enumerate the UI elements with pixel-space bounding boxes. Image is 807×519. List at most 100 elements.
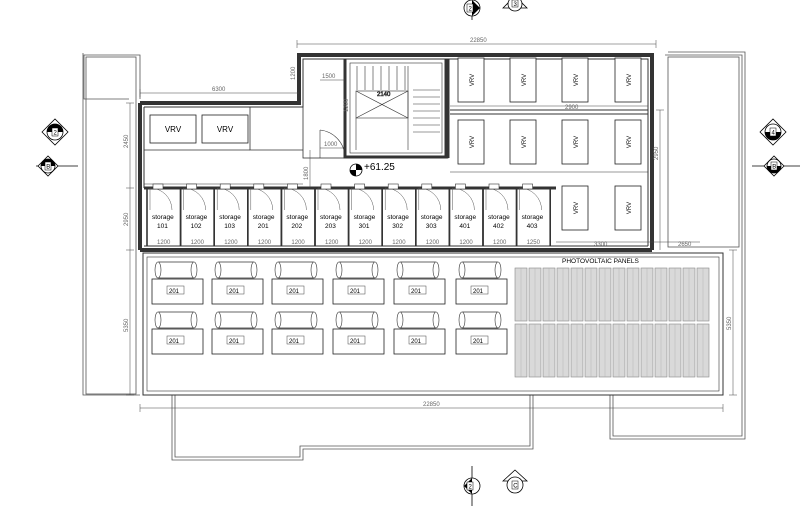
water-heater: 201 [393,311,446,355]
heater-label: 201 [169,339,180,345]
storage-label: storage [286,214,308,221]
vrv-label: VRV [217,125,234,134]
marker-label: 2 [54,131,58,137]
storage-number: 103 [224,223,235,230]
pv-panel [668,267,682,322]
pv-panel [584,323,598,378]
storage-number: 303 [426,223,437,230]
vrv-label: VRV [574,136,580,148]
storage-width-dim: 1200 [426,240,440,246]
heater-label: 201 [473,289,484,295]
storage-width-dim: 1200 [325,240,339,246]
dim-right-strip: 2650 [678,242,692,248]
pv-panel [626,267,640,322]
water-heater: 201 [151,261,204,305]
heater-label: 201 [473,339,484,345]
pv-panel [696,323,710,378]
pv-panel [514,267,528,322]
pv-panel [696,267,710,322]
water-heater: 201 [455,261,508,305]
storage-label: storage [421,214,443,221]
dim-storage-right: 3300 [594,242,608,248]
pv-panel [584,267,598,322]
heater-label: 201 [411,289,422,295]
storage-number: 302 [392,223,403,230]
water-heater: 201 [455,311,508,355]
pv-panel [514,323,528,378]
storage-label: storage [522,214,544,221]
dim-left-2: 2950 [124,212,130,226]
storage-width-dim: 1250 [527,240,541,246]
pv-panel [598,267,612,322]
heater-label: 201 [350,289,361,295]
pv-panel [612,267,626,322]
pv-panel [612,323,626,378]
storage-number: 101 [157,223,168,230]
stair-dimension: 2140 [377,92,391,98]
storage-label: storage [454,214,476,221]
pv-panel [654,323,668,378]
vrv-label: VRV [627,202,633,214]
pv-panel [570,323,584,378]
section-marker-bottom-left: 2 [463,466,481,506]
storage-width-dim: 1200 [157,240,171,246]
dim-bottom-overall: 22850 [423,402,440,408]
section-marker-bottom-right: C [501,469,529,494]
dim-top-overall: 22850 [470,38,487,44]
water-heater: 201 [211,261,264,305]
storage-unit: storage 303 1200 [414,183,451,246]
storage-number: 401 [459,223,470,230]
vrv-label: VRV [522,74,528,86]
pv-panel [542,323,556,378]
dim-stair-vertical: 1200 [344,98,350,112]
vrv-units: VRV VRV VRV VRV VRV VRV VRV VRV VRV VRV … [149,57,642,231]
storage-label: storage [387,214,409,221]
vrv-label: VRV [470,136,476,148]
storage-label: storage [186,214,208,221]
dim-core-vertical: 1800 [304,166,310,180]
pv-panel [598,323,612,378]
storage-width-dim: 1200 [291,240,305,246]
pv-panel [640,267,654,322]
storage-number: 403 [527,223,538,230]
section-marker-top-right: 3 [502,0,528,12]
pv-panel [682,323,696,378]
marker-label: 2 [469,485,473,491]
dim-right-1: 2950 [654,146,660,160]
water-heater: 201 [211,311,264,355]
water-heater: 201 [332,261,385,305]
dim-vrv-block: 2900 [565,105,579,111]
pv-panel [626,323,640,378]
storage-unit: storage 201 1200 [247,183,283,246]
heater-label: 201 [289,289,300,295]
water-heater: 201 [151,311,204,355]
storage-label: storage [253,214,275,221]
storage-number: 201 [258,223,269,230]
core-door [319,129,346,158]
storage-width-dim: 1200 [258,240,272,246]
storage-number: 301 [359,223,370,230]
section-marker-left-lower: B [36,155,78,177]
marker-label: 2 [469,7,473,13]
storage-width-dim: 1200 [191,240,205,246]
photovoltaic-panels [514,267,710,378]
pv-panel [640,323,654,378]
vrv-label: VRV [627,74,633,86]
storage-number: 402 [493,223,504,230]
pv-panel [556,323,570,378]
pv-panel [682,267,696,322]
marker-label: 4 [772,131,776,137]
storage-number: 203 [325,223,336,230]
water-heater: 201 [332,311,385,355]
marker-label: 3 [514,2,518,8]
vrv-label: VRV [574,202,580,214]
pv-panel [528,323,542,378]
marker-label: C [513,484,518,490]
